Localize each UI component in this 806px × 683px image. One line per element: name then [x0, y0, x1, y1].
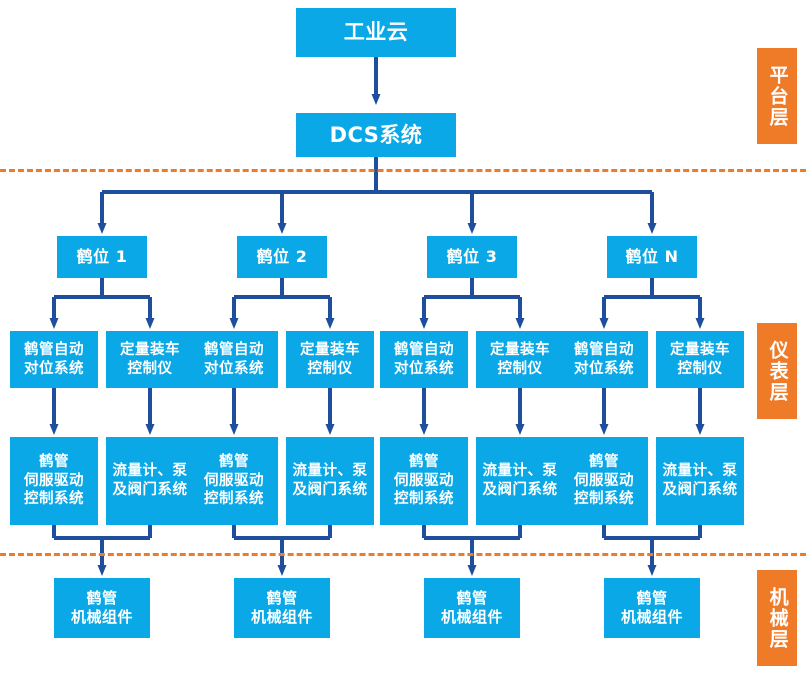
divider-instrument-mechanical	[0, 553, 806, 556]
node-bay-2-mech-assembly[interactable]: 鹤管机械组件	[234, 578, 330, 638]
node-bay-n-label: 鹤位 N	[625, 246, 679, 266]
node-bay-n-auto-align[interactable]: 鹤管自动对位系统	[560, 331, 648, 388]
node-bay-3-mech-assembly[interactable]: 鹤管机械组件	[424, 578, 520, 638]
node-bay-n-flow-pump-valve-label: 流量计、泵及阀门系统	[662, 463, 738, 498]
node-dcs-system[interactable]: DCS系统	[296, 113, 456, 157]
node-dcs-system-label: DCS系统	[329, 122, 423, 147]
node-bay-2-servo-drive-label: 鹤管伺服驱动控制系统	[204, 454, 264, 508]
layer-tag-instrument-label: 仪表层	[766, 339, 789, 403]
node-bay-3-mech-assembly-label: 鹤管机械组件	[440, 588, 503, 626]
node-bay-n-auto-align-label: 鹤管自动对位系统	[574, 341, 634, 377]
divider-platform-instrument	[0, 169, 806, 172]
node-bay-2[interactable]: 鹤位 2	[237, 236, 327, 278]
node-bay-n[interactable]: 鹤位 N	[607, 236, 697, 278]
node-bay-n-flow-pump-valve[interactable]: 流量计、泵及阀门系统	[656, 437, 744, 525]
node-bay-2-mech-assembly-label: 鹤管机械组件	[250, 588, 313, 626]
node-bay-n-metering-controller-label: 定量装车控制仪	[670, 341, 730, 377]
node-bay-3-servo-drive-label: 鹤管伺服驱动控制系统	[394, 454, 454, 508]
node-bay-2-auto-align[interactable]: 鹤管自动对位系统	[190, 331, 278, 388]
node-industrial-cloud-label: 工业云	[343, 20, 409, 45]
node-bay-n-servo-drive[interactable]: 鹤管伺服驱动控制系统	[560, 437, 648, 525]
layer-tag-platform-label: 平台层	[766, 64, 789, 128]
layer-tag-mechanical: 机械层	[757, 570, 797, 666]
node-bay-3-metering-controller[interactable]: 定量装车控制仪	[476, 331, 564, 388]
node-bay-3-auto-align[interactable]: 鹤管自动对位系统	[380, 331, 468, 388]
node-bay-1-servo-drive-label: 鹤管伺服驱动控制系统	[24, 454, 84, 508]
node-bay-2-metering-controller-label: 定量装车控制仪	[300, 341, 360, 377]
node-bay-1-flow-pump-valve-label: 流量计、泵及阀门系统	[112, 463, 188, 498]
node-bay-1-flow-pump-valve[interactable]: 流量计、泵及阀门系统	[106, 437, 194, 525]
node-bay-n-servo-drive-label: 鹤管伺服驱动控制系统	[574, 454, 634, 508]
node-bay-1-auto-align-label: 鹤管自动对位系统	[24, 341, 84, 377]
layer-tag-mechanical-label: 机械层	[766, 586, 789, 650]
node-industrial-cloud[interactable]: 工业云	[296, 8, 456, 57]
node-bay-3[interactable]: 鹤位 3	[427, 236, 517, 278]
node-bay-1-servo-drive[interactable]: 鹤管伺服驱动控制系统	[10, 437, 98, 525]
node-bay-n-mech-assembly-label: 鹤管机械组件	[620, 588, 683, 626]
node-bay-1-mech-assembly[interactable]: 鹤管机械组件	[54, 578, 150, 638]
node-bay-3-auto-align-label: 鹤管自动对位系统	[394, 341, 454, 377]
node-bay-2-flow-pump-valve[interactable]: 流量计、泵及阀门系统	[286, 437, 374, 525]
node-bay-n-metering-controller[interactable]: 定量装车控制仪	[656, 331, 744, 388]
node-bay-1-label: 鹤位 1	[76, 246, 128, 266]
node-bay-3-servo-drive[interactable]: 鹤管伺服驱动控制系统	[380, 437, 468, 525]
node-bay-2-label: 鹤位 2	[256, 246, 308, 266]
node-bay-2-auto-align-label: 鹤管自动对位系统	[204, 341, 264, 377]
node-bay-1-mech-assembly-label: 鹤管机械组件	[70, 588, 133, 626]
node-bay-n-mech-assembly[interactable]: 鹤管机械组件	[604, 578, 700, 638]
node-bay-1-metering-controller-label: 定量装车控制仪	[120, 341, 180, 377]
node-bay-1[interactable]: 鹤位 1	[57, 236, 147, 278]
node-bay-3-flow-pump-valve[interactable]: 流量计、泵及阀门系统	[476, 437, 564, 525]
node-bay-2-metering-controller[interactable]: 定量装车控制仪	[286, 331, 374, 388]
node-bay-3-metering-controller-label: 定量装车控制仪	[490, 341, 550, 377]
node-bay-2-flow-pump-valve-label: 流量计、泵及阀门系统	[292, 463, 368, 498]
node-bay-1-metering-controller[interactable]: 定量装车控制仪	[106, 331, 194, 388]
node-bay-2-servo-drive[interactable]: 鹤管伺服驱动控制系统	[190, 437, 278, 525]
node-bay-3-label: 鹤位 3	[446, 246, 498, 266]
layer-tag-instrument: 仪表层	[757, 323, 797, 419]
node-bay-3-flow-pump-valve-label: 流量计、泵及阀门系统	[482, 463, 558, 498]
node-bay-1-auto-align[interactable]: 鹤管自动对位系统	[10, 331, 98, 388]
layer-tag-platform: 平台层	[757, 48, 797, 144]
